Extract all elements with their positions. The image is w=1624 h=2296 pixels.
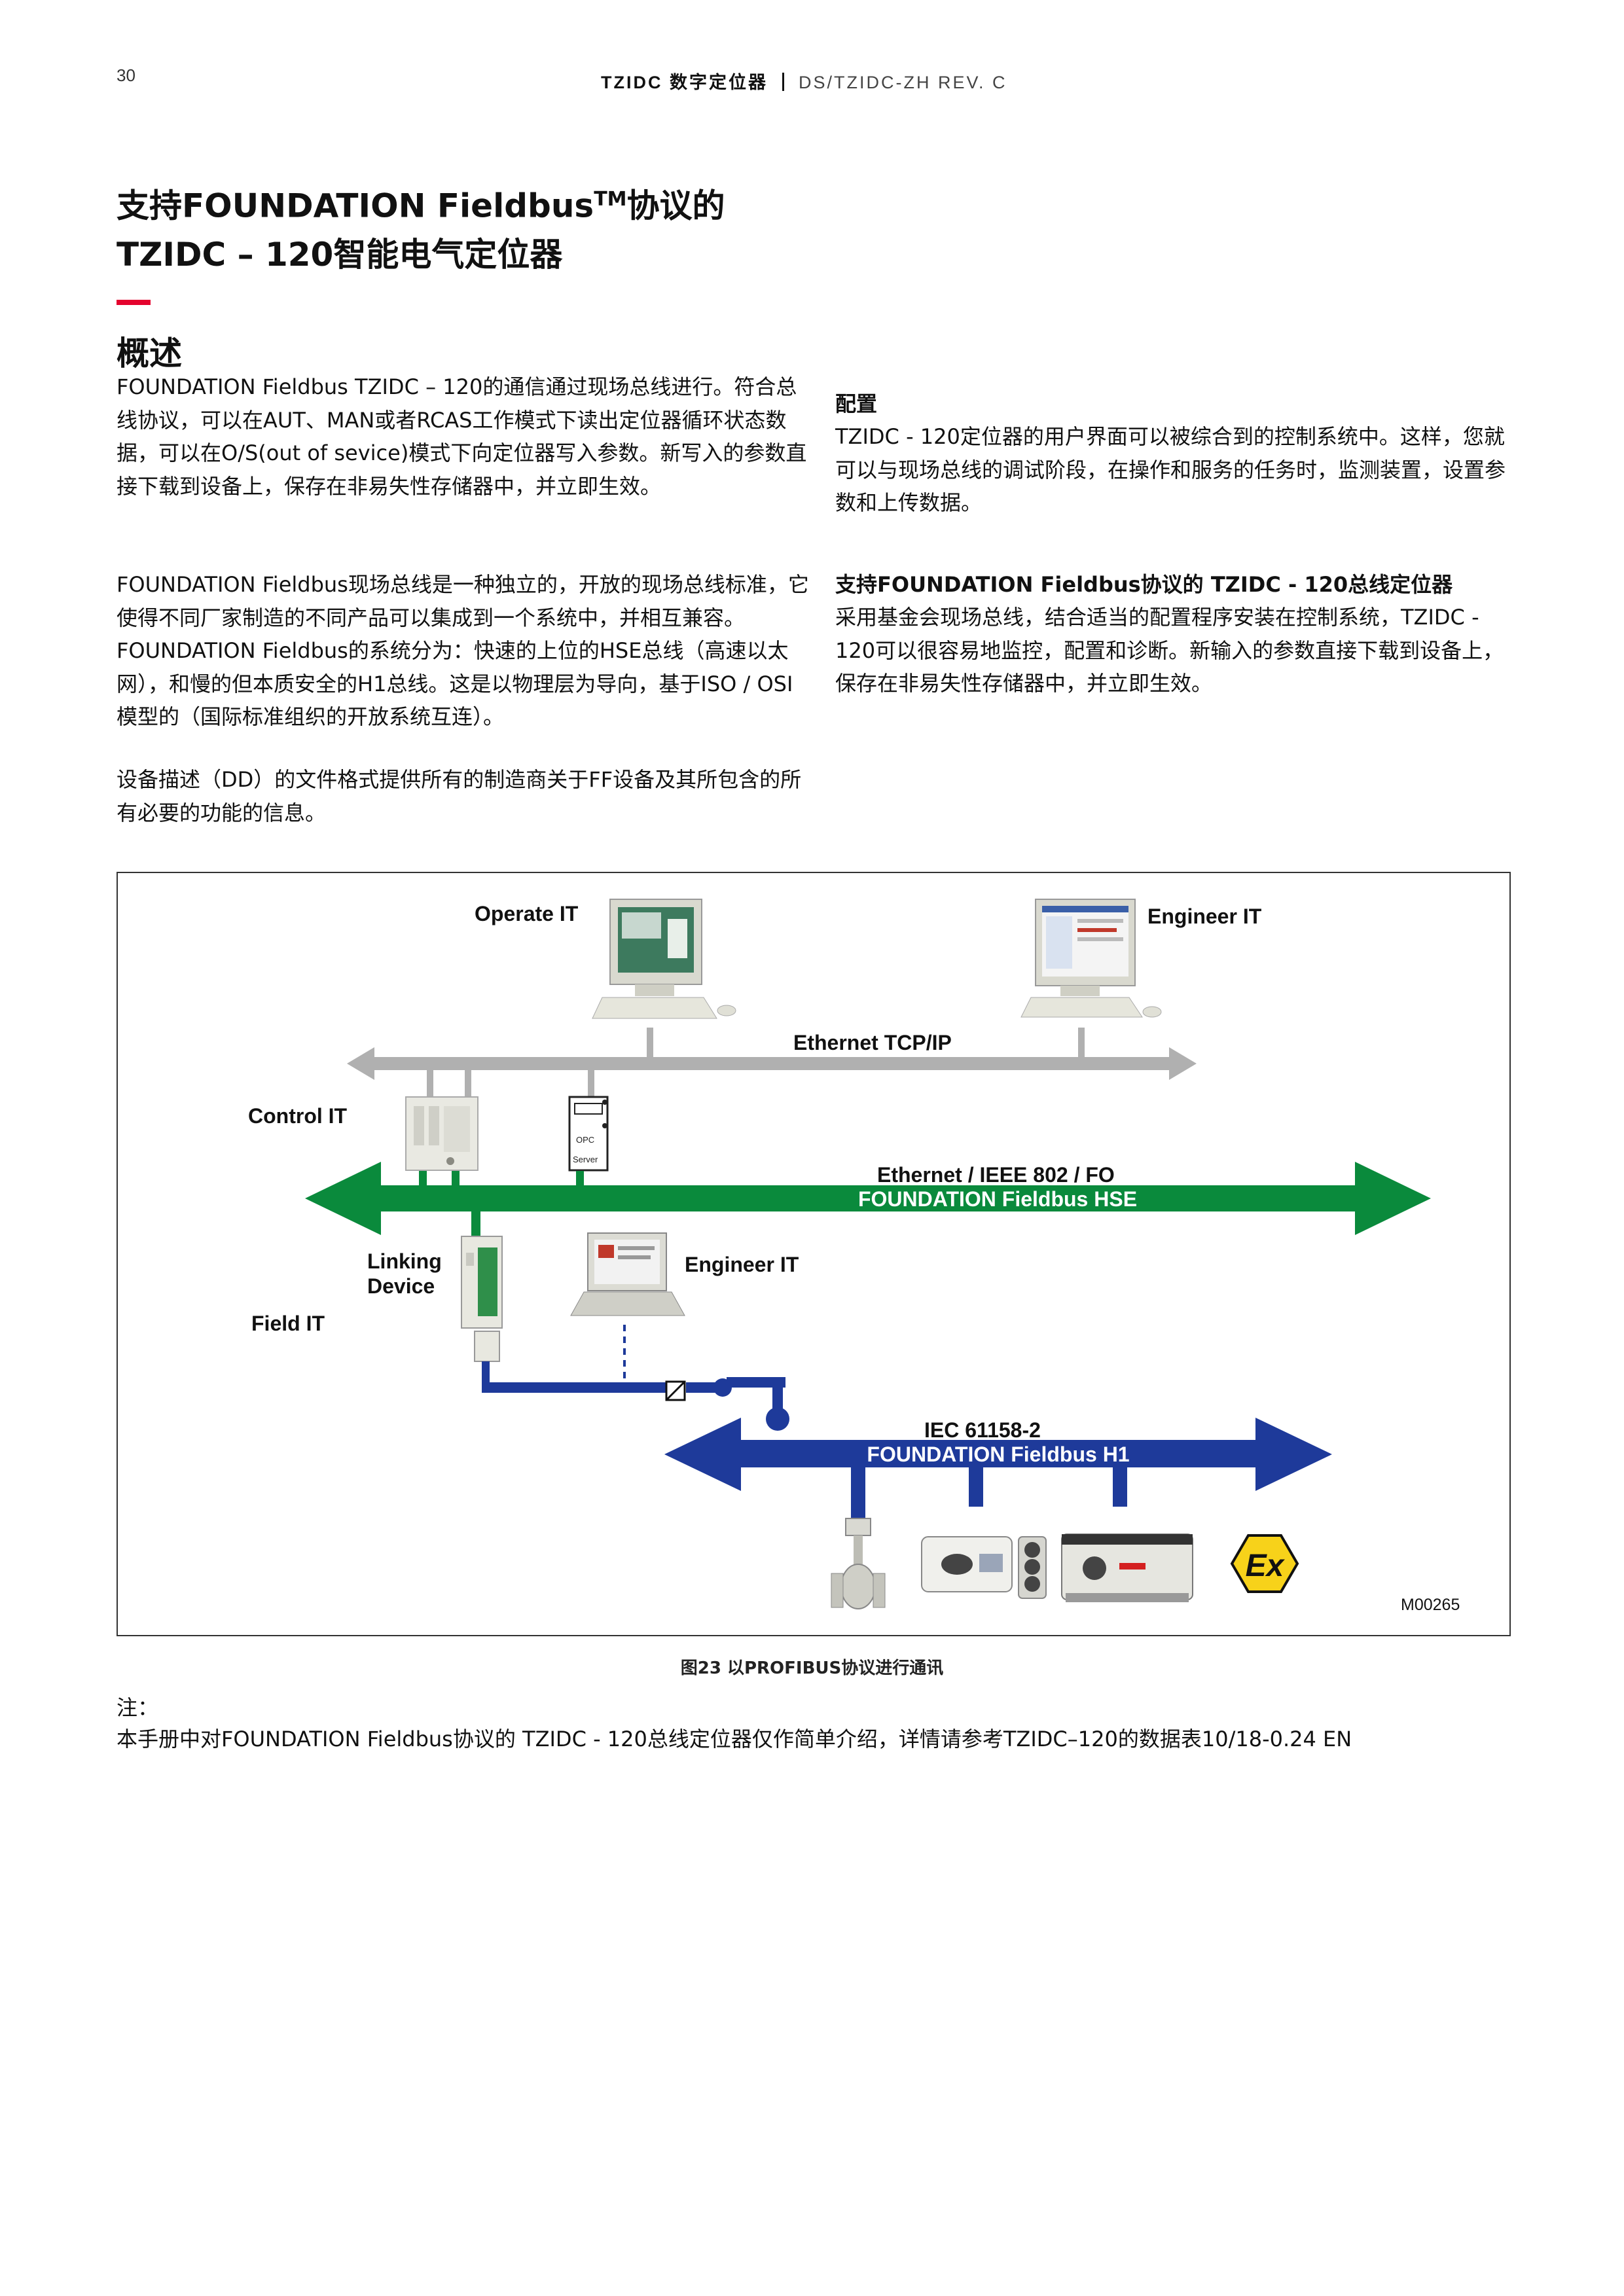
opc-server-label: Server (573, 1155, 598, 1164)
control-it-label: Control IT (248, 1104, 348, 1128)
opc-server-icon (568, 1096, 609, 1172)
trademark-mark: TM (594, 188, 627, 211)
positioner-icon (921, 1536, 1047, 1599)
engineer-it-laptop-icon (570, 1232, 685, 1316)
linking-device-icon (461, 1236, 503, 1362)
section-heading-overview: 概述 (117, 334, 182, 372)
flowmeter-icon (831, 1518, 886, 1609)
page-number: 30 (117, 65, 135, 85)
opc-label: OPC (576, 1135, 594, 1145)
page-title: 支持FOUNDATION FieldbusTM协议的 TZIDC – 120智能… (117, 175, 837, 279)
engineer-it-mid-label: Engineer IT (685, 1253, 799, 1276)
ethernet-ieee-label: Ethernet / IEEE 802 / FO (877, 1163, 1115, 1187)
config-paragraph: TZIDC - 120定位器的用户界面可以被综合到的控制系统中。这样，您就可以与… (835, 424, 1506, 515)
ff-h1-bus (482, 1361, 1332, 1520)
note-text: 本手册中对FOUNDATION Fieldbus协议的 TZIDC - 120总… (117, 1727, 1352, 1751)
note-label: 注： (117, 1695, 159, 1720)
overview-paragraph-2: FOUNDATION Fieldbus现场总线是一种独立的，开放的现场总线标准，… (117, 572, 809, 729)
ex-hazard-icon (1230, 1534, 1299, 1593)
title-line-1: 支持FOUNDATION FieldbusTM协议的 (117, 187, 725, 225)
ethernet-tcpip-bus (347, 1028, 1197, 1097)
ethernet-tcpip-label: Ethernet TCP/IP (793, 1031, 952, 1054)
ex-hazard-label: Ex (1246, 1549, 1286, 1583)
linking-label-2: Device (367, 1274, 435, 1298)
iec-label: IEC 61158-2 (924, 1418, 1041, 1442)
header-divider (782, 73, 784, 91)
ff-hse-label: FOUNDATION Fieldbus HSE (858, 1187, 1137, 1211)
figure-caption: 图23 以PROFIBUS协议进行通讯 (680, 1659, 944, 1678)
linking-label-1: Linking (367, 1249, 442, 1273)
operate-it-workstation-icon (592, 899, 736, 1019)
overview-paragraph-3: 设备描述（DD）的文件格式提供所有的制造商关于FF设备及其所包含的所有必要的功能… (117, 767, 802, 825)
section-heading-config: 配置 (835, 391, 878, 416)
figure-code: M00265 (1401, 1596, 1460, 1614)
section-heading-ff-support: 支持FOUNDATION Fieldbus协议的 TZIDC - 120总线定位… (835, 572, 1453, 597)
doc-reference: DS/TZIDC-ZH REV. C (799, 73, 1007, 92)
positioner-housing-icon (1061, 1534, 1193, 1602)
field-it-label: Field IT (251, 1312, 325, 1335)
network-diagram: Operate IT Engineer IT Ethernet TCP/IP C… (248, 899, 1460, 1614)
network-diagram-frame: Operate IT Engineer IT Ethernet TCP/IP C… (117, 872, 1511, 1636)
ff-h1-label: FOUNDATION Fieldbus H1 (867, 1443, 1129, 1466)
running-title: TZIDC 数字定位器 (601, 73, 768, 92)
running-header: TZIDC 数字定位器 DS/TZIDC-ZH REV. C (601, 68, 1007, 94)
title-line-2: TZIDC – 120智能电气定位器 (117, 235, 563, 274)
operate-it-label: Operate IT (475, 902, 579, 925)
ff-hse-bus (305, 1162, 1431, 1236)
overview-paragraph-1: FOUNDATION Fieldbus TZIDC – 120的通信通过现场总线… (117, 374, 807, 499)
accent-bar (117, 300, 151, 305)
engineer-it-top-label: Engineer IT (1147, 905, 1262, 928)
control-it-controller-icon (405, 1096, 478, 1171)
engineer-it-workstation-icon (1020, 899, 1162, 1018)
ff-support-paragraph: 采用基金会现场总线，结合适当的配置程序安装在控制系统，TZIDC - 120可以… (835, 605, 1504, 696)
